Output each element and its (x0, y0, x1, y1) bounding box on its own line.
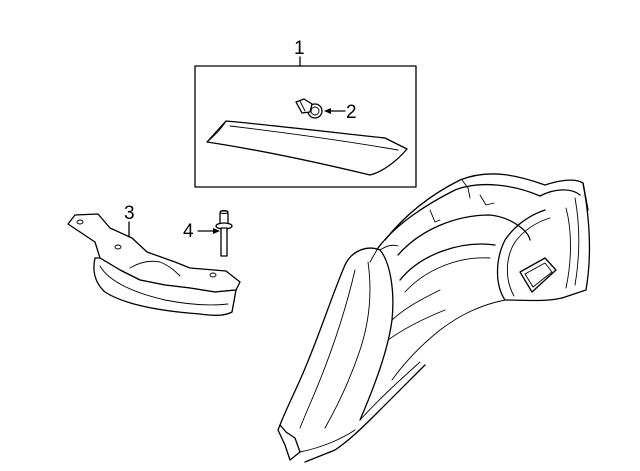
callout-2-group: 2 (324, 102, 357, 123)
callout-1-label[interactable]: 1 (294, 38, 305, 59)
quarter-panel-structure (277, 173, 591, 463)
callout-1-group: 1 (194, 38, 417, 188)
part-1-box (194, 65, 417, 188)
part-2-clip[interactable] (295, 98, 323, 119)
callout-3-group: 3 (67, 203, 241, 316)
callout-2-arrowhead (324, 108, 331, 114)
callout-4-arrowhead (213, 228, 220, 234)
part-3-bracket[interactable] (67, 213, 241, 316)
callout-3-label[interactable]: 3 (124, 203, 135, 224)
part-1-trim-panel[interactable] (206, 120, 408, 176)
callout-4-label[interactable]: 4 (183, 221, 194, 242)
callout-4-group: 4 (183, 210, 233, 257)
callout-2-label[interactable]: 2 (346, 102, 357, 123)
part-4-pin[interactable] (215, 210, 233, 257)
